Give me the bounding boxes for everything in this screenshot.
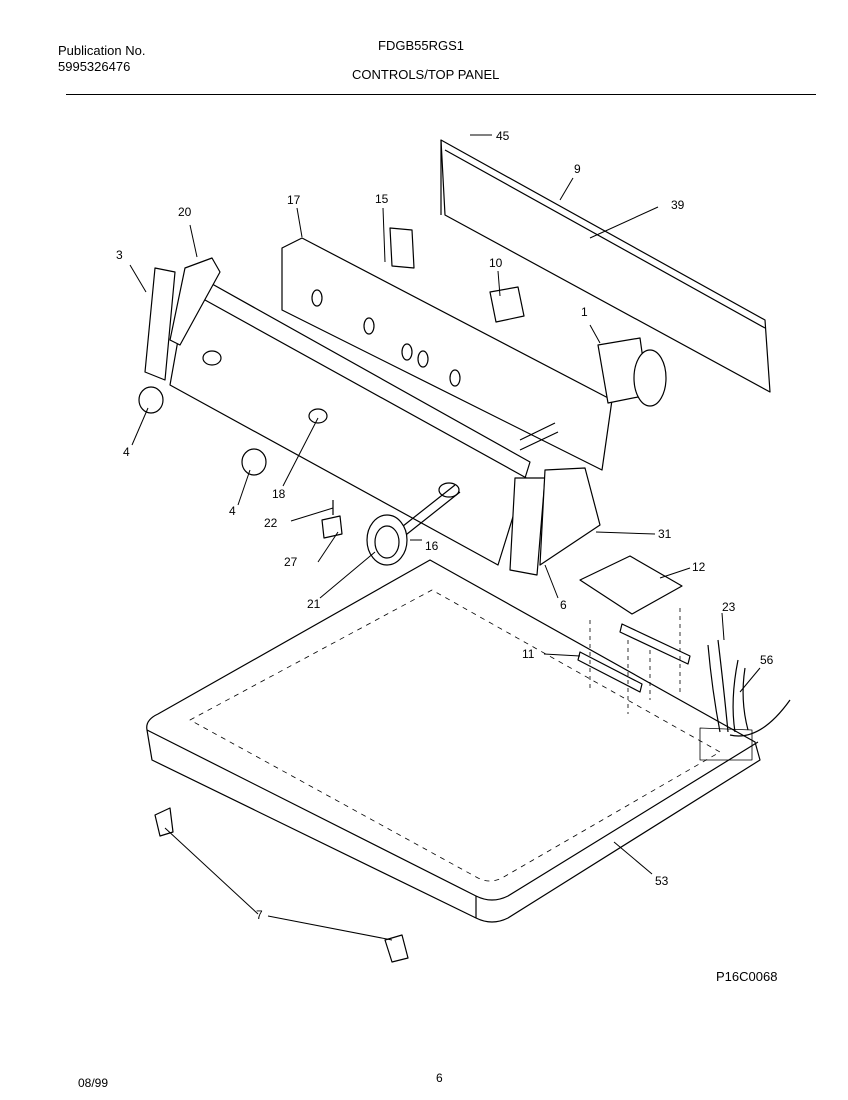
- end-cap-left-part: [144, 267, 176, 381]
- callout-label: 39: [671, 198, 685, 212]
- callout-label: 45: [496, 129, 510, 143]
- callout-label: 12: [692, 560, 706, 574]
- callout-label: 1: [581, 305, 588, 319]
- side-bracket-part: [169, 257, 221, 346]
- cord-clamp-part: [729, 699, 791, 737]
- callout-label: 20: [178, 205, 192, 219]
- control-board-part: [579, 555, 683, 615]
- callout-label: 17: [287, 193, 301, 207]
- top-panel-part: [146, 559, 761, 923]
- page-number: 6: [436, 1071, 443, 1085]
- glide-part: [154, 807, 409, 963]
- callout-label: 16: [425, 539, 439, 553]
- timer-part: [597, 337, 667, 407]
- section-title: CONTROLS/TOP PANEL: [352, 67, 500, 82]
- shaft-rear-part: [519, 422, 559, 451]
- callout-label: 11: [522, 647, 535, 661]
- end-cap-right-part: [509, 477, 546, 576]
- callout-label: 18: [272, 487, 286, 501]
- callout-label: 15: [375, 192, 389, 206]
- callout-label: 4: [123, 445, 130, 459]
- callout-label: 22: [264, 516, 278, 530]
- clip-part: [321, 515, 343, 539]
- selector-switch-part: [389, 227, 415, 269]
- callout-label: 21: [307, 597, 321, 611]
- callout-labels: 45 9 39 20 17 15 3 10 1 4 4 18 22 16 27 …: [116, 129, 774, 922]
- callout-label: 23: [722, 600, 736, 614]
- callout-label: 7: [256, 908, 263, 922]
- control-backing-part: [281, 237, 613, 471]
- callout-label: 4: [229, 504, 236, 518]
- callout-label: 53: [655, 874, 669, 888]
- callout-label: 10: [489, 256, 503, 270]
- publication-number: 5995326476: [58, 59, 131, 74]
- publication-date: 08/99: [78, 1076, 109, 1090]
- header-rule: [66, 94, 816, 95]
- callout-label: 56: [760, 653, 774, 667]
- callout-label: 27: [284, 555, 298, 569]
- end-bracket-part: [539, 467, 601, 566]
- publication-label: Publication No.: [58, 43, 146, 58]
- knob-part: [138, 386, 408, 566]
- model-number: FDGB55RGS1: [378, 38, 464, 53]
- callout-label: 6: [560, 598, 567, 612]
- rail-part: [577, 623, 691, 693]
- callout-label: 31: [658, 527, 672, 541]
- callout-label: 3: [116, 248, 123, 262]
- callout-label: 9: [574, 162, 581, 176]
- wire-harness-part: [707, 639, 749, 733]
- shaft-part: [397, 484, 461, 539]
- switch-part: [489, 286, 525, 323]
- rear-panel-part: [440, 139, 771, 393]
- diagram-code: P16C0068: [716, 969, 778, 984]
